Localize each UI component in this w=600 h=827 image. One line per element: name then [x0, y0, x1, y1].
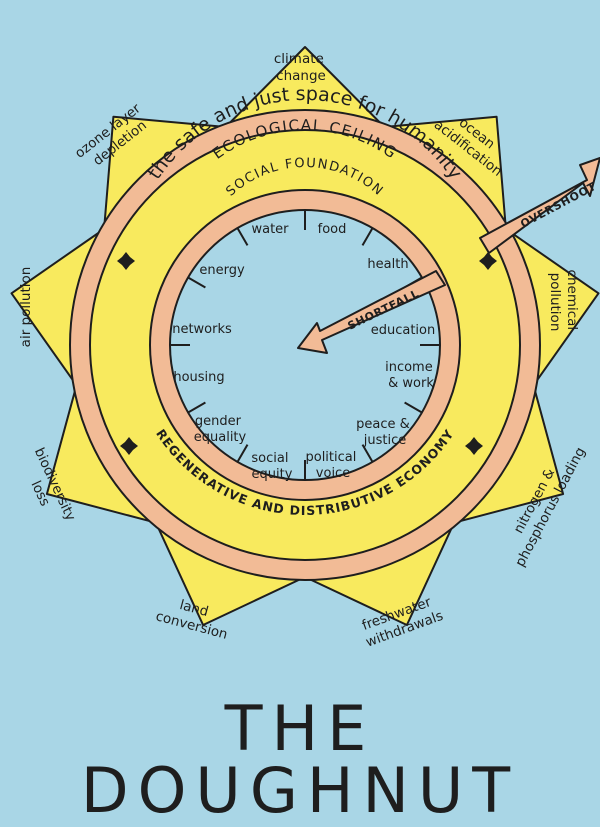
dimension-energy: energy [199, 263, 245, 278]
dimension-chemical-pollution: chemical pollution [547, 270, 580, 335]
social-dimensions: water food health education income & wor… [172, 222, 437, 482]
dimension-divider [187, 401, 206, 414]
dimension-gender-equality: gender equality [194, 414, 247, 445]
dimension-housing: housing [173, 370, 224, 385]
doughnut-diagram: OVERSHOOT SHORTFALL ECOLOGICAL CEILING t… [10, 46, 600, 651]
star-icon [479, 252, 497, 270]
dimension-divider [361, 227, 374, 246]
dimension-health: health [367, 257, 408, 272]
dimension-divider [404, 401, 423, 414]
dimension-networks: networks [172, 322, 232, 337]
dimension-divider [187, 276, 206, 289]
dimension-peace-justice: peace & justice [356, 417, 414, 448]
dimension-political-voice: political voice [305, 450, 360, 481]
dimension-income-work: income & work [385, 360, 437, 391]
dimension-divider [361, 444, 374, 463]
star-decorations [117, 252, 497, 455]
dimension-water: water [251, 222, 289, 237]
dimension-climate-change: climate change [274, 51, 328, 84]
overshoot-label: OVERSHOOT [518, 180, 598, 231]
star-icon [120, 437, 138, 455]
dimension-divider [236, 227, 249, 246]
dimension-education: education [371, 323, 436, 338]
dimension-air-pollution: air pollution [18, 267, 34, 348]
star-icon [465, 437, 483, 455]
star-icon [117, 252, 135, 270]
dimension-social-equity: social equity [251, 451, 292, 482]
dimension-food: food [318, 222, 347, 237]
page-title: THE DOUGHNUT [80, 692, 520, 827]
dimension-divider [236, 444, 249, 463]
